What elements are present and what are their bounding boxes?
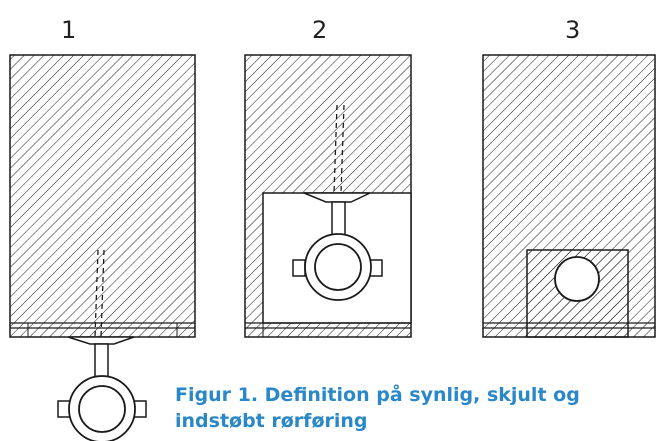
pipe-3 xyxy=(554,256,600,302)
pipe-2 xyxy=(314,243,362,291)
label-1: 1 xyxy=(61,16,76,44)
bracket-flange-2 xyxy=(303,192,371,203)
label-3: 3 xyxy=(565,16,580,44)
panel-1-visible xyxy=(9,54,196,441)
figure-caption: Figur 1. Definition på synlig, skjult og… xyxy=(175,382,580,434)
bracket-flange-1 xyxy=(67,336,135,345)
label-2: 2 xyxy=(312,16,327,44)
pipe-1 xyxy=(78,385,126,433)
panel-2-hidden xyxy=(244,54,412,338)
panel-3-embedded xyxy=(482,54,656,338)
caption-line-2: indstøbt rørføring xyxy=(175,410,368,432)
wall-1 xyxy=(9,54,196,338)
caption-line-1: Figur 1. Definition på synlig, skjult og xyxy=(175,384,580,406)
